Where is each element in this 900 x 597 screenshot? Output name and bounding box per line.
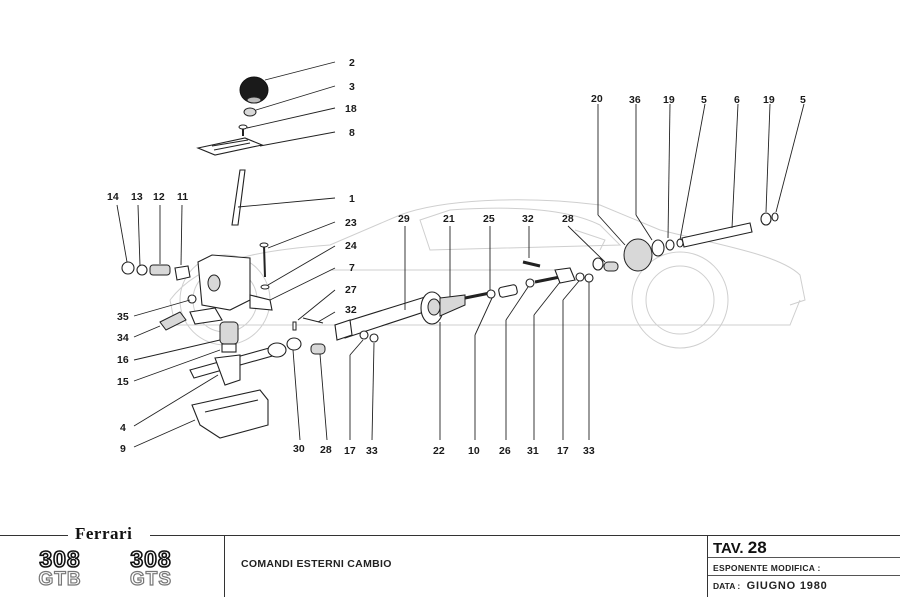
model-variant: GTB <box>38 569 82 590</box>
rear-shaft-assembly <box>592 212 779 272</box>
table-number: TAV. 28 <box>713 538 767 558</box>
callout-2: 2 <box>349 57 355 69</box>
screw-small <box>238 124 248 136</box>
callout-6: 6 <box>734 94 740 106</box>
date-label: DATA : <box>713 581 741 591</box>
callout-8: 8 <box>349 127 355 139</box>
callout-3: 3 <box>349 81 355 93</box>
title-block-rule-2 <box>708 575 900 576</box>
title-block-top-rule-left <box>0 535 68 536</box>
callout-16: 16 <box>117 354 129 366</box>
callout-12: 12 <box>153 191 165 203</box>
callout-22: 22 <box>433 445 445 457</box>
callout-17-b: 17 <box>557 445 569 457</box>
tav-value: 28 <box>747 538 767 557</box>
callout-29: 29 <box>398 213 410 225</box>
title-block-rule-1 <box>708 557 900 558</box>
callout-28-top: 28 <box>562 213 574 225</box>
callout-13: 13 <box>131 191 143 203</box>
callout-11: 11 <box>177 191 188 203</box>
callout-28-bottom: 28 <box>320 444 332 456</box>
callout-26: 26 <box>499 445 511 457</box>
callout-32-center: 32 <box>522 213 534 225</box>
model-number: 308 <box>39 546 81 572</box>
ferrari-logo: Ferrari <box>70 524 138 544</box>
rubber-boot-flange <box>420 291 491 325</box>
knob-nut <box>243 107 257 117</box>
esponente-modifica-label: ESPONENTE MODIFICA : <box>713 563 821 573</box>
callout-35: 35 <box>117 311 129 323</box>
callout-15: 15 <box>117 376 129 388</box>
shifter-base <box>191 389 269 439</box>
callout-32-left: 32 <box>345 304 357 316</box>
date-value: GIUGNO 1980 <box>746 580 828 592</box>
leader-lines <box>116 61 805 448</box>
callout-36: 36 <box>629 94 641 106</box>
model-variant: GTS <box>129 569 173 590</box>
callout-10: 10 <box>468 445 480 457</box>
callout-7: 7 <box>349 262 355 274</box>
callout-14: 14 <box>107 191 119 203</box>
boot-spring <box>219 321 239 353</box>
callout-20: 20 <box>591 93 603 105</box>
callout-9: 9 <box>120 443 126 455</box>
gear-knob <box>239 76 269 104</box>
callout-31: 31 <box>527 445 539 457</box>
callout-33-a: 33 <box>366 445 378 457</box>
tav-label: TAV. <box>713 540 744 557</box>
selector-arm <box>189 342 287 386</box>
date-row: DATA : GIUGNO 1980 <box>713 580 828 592</box>
callout-33-b: 33 <box>583 445 595 457</box>
model-badge-gts: 308 GTS <box>116 546 186 590</box>
callout-21: 21 <box>443 213 455 225</box>
callout-27: 27 <box>345 284 357 296</box>
model-badge-gtb: 308 GTB <box>28 546 92 590</box>
callout-24: 24 <box>345 240 357 252</box>
callout-1: 1 <box>349 193 355 205</box>
gate-plate <box>196 137 264 156</box>
linkage-middle <box>486 260 594 299</box>
model-number: 308 <box>130 546 172 572</box>
callout-19-a: 19 <box>663 94 675 106</box>
callout-17-a: 17 <box>344 445 356 457</box>
shifter-housing <box>189 254 273 325</box>
callout-5-b: 5 <box>800 94 806 106</box>
exploded-parts-diagram: 2 3 18 8 1 23 24 7 27 32 14 13 12 11 35 … <box>107 57 806 457</box>
callout-5-a: 5 <box>701 94 707 106</box>
gear-lever <box>231 169 246 226</box>
sheet-title: COMANDI ESTERNI CAMBIO <box>241 558 392 570</box>
callout-18: 18 <box>345 103 357 115</box>
callout-30: 30 <box>293 443 305 455</box>
title-block-divider-right <box>707 535 708 597</box>
callout-19-b: 19 <box>763 94 775 106</box>
title-block-divider-left <box>224 535 225 597</box>
callout-23: 23 <box>345 217 357 229</box>
title-block-top-rule-right <box>150 535 900 536</box>
spring-detent-assembly <box>121 261 197 331</box>
small-parts-left <box>286 317 326 355</box>
callout-34: 34 <box>117 332 129 344</box>
callout-25: 25 <box>483 213 495 225</box>
callout-4: 4 <box>120 422 126 434</box>
selector-rod <box>334 296 431 343</box>
callout-labels: 2 3 18 8 1 23 24 7 27 32 14 13 12 11 35 … <box>107 57 806 457</box>
housing-bolt <box>259 242 270 290</box>
